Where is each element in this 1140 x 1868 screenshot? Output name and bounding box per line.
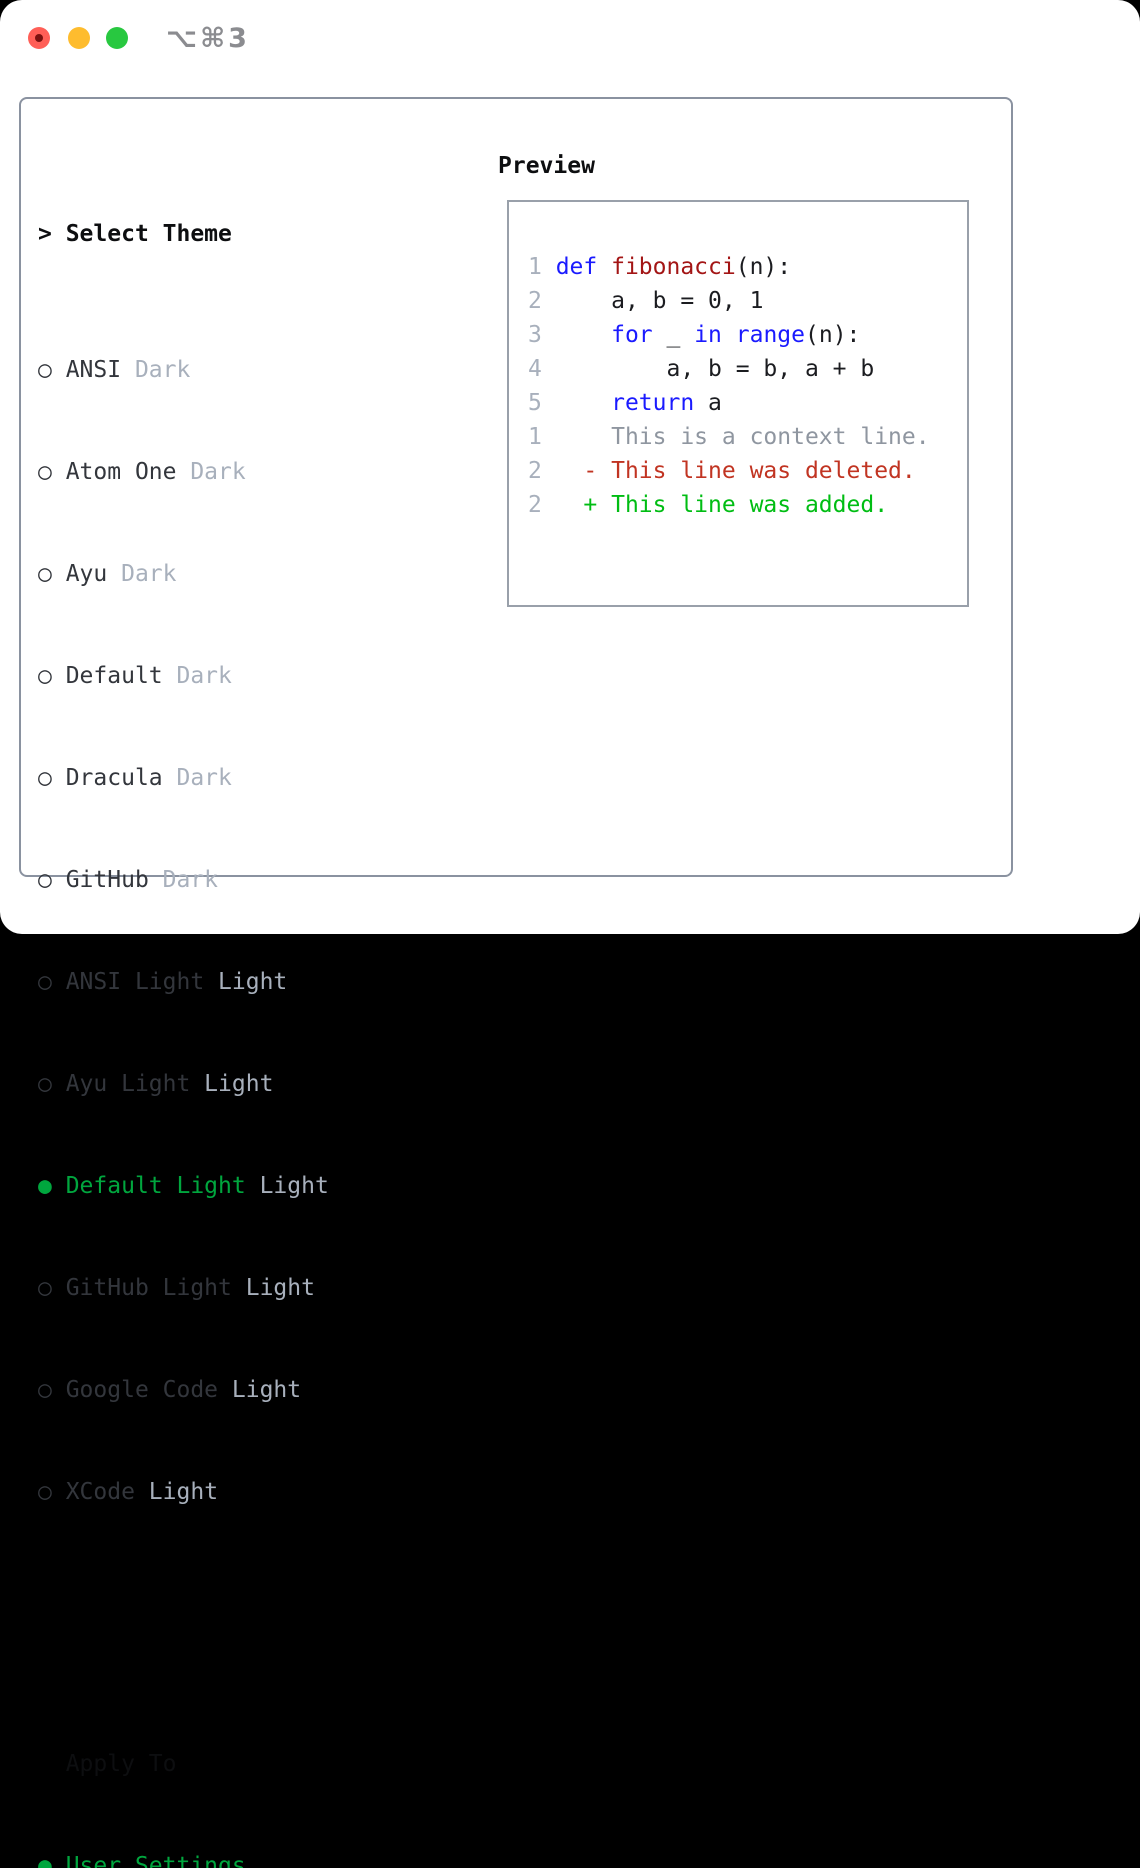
theme-variant: Light bbox=[204, 969, 288, 995]
theme-option-default-light[interactable]: ● Default Light Light bbox=[38, 1169, 426, 1203]
window-title: ⌥⌘3 bbox=[166, 23, 250, 54]
theme-variant: Dark bbox=[162, 663, 232, 689]
radio-selected-icon: ● bbox=[38, 1853, 66, 1868]
theme-name: XCode bbox=[65, 1479, 135, 1505]
line-number: 1 bbox=[528, 424, 556, 450]
apply-option-label: User Settings bbox=[65, 1853, 246, 1868]
apply-to-header: Apply To bbox=[65, 1751, 177, 1777]
unsaved-dot-icon bbox=[35, 34, 43, 42]
theme-variant: Light bbox=[245, 1173, 329, 1199]
diff-added-line: 2 + This line was added. bbox=[528, 492, 889, 518]
code-line: 2 a, b = 0, 1 bbox=[528, 288, 764, 314]
theme-option-ansi-light[interactable]: ○ ANSI Light Light bbox=[38, 965, 426, 999]
theme-name: Default bbox=[65, 663, 163, 689]
preview-pane: 1 def fibonacci(n): 2 a, b = 0, 1 3 for … bbox=[507, 200, 969, 607]
code-line: 5 return a bbox=[528, 390, 722, 416]
radio-unselected-icon: ○ bbox=[38, 1377, 66, 1403]
theme-name: GitHub Light bbox=[65, 1275, 232, 1301]
theme-name: Ayu Light bbox=[65, 1071, 191, 1097]
radio-unselected-icon: ○ bbox=[38, 459, 66, 485]
theme-selector: > Select Theme ○ ANSI Dark ○ Atom One Da… bbox=[38, 149, 426, 1868]
theme-variant: Dark bbox=[162, 765, 232, 791]
theme-variant: Light bbox=[231, 1275, 315, 1301]
code-line: 4 a, b = b, a + b bbox=[528, 356, 875, 382]
line-number: 4 bbox=[528, 356, 556, 382]
theme-option-google-code-light[interactable]: ○ Google Code Light bbox=[38, 1373, 426, 1407]
radio-unselected-icon: ○ bbox=[38, 1275, 66, 1301]
theme-variant: Dark bbox=[107, 561, 177, 587]
focus-arrow-icon: > bbox=[38, 221, 66, 247]
radio-unselected-icon: ○ bbox=[38, 663, 66, 689]
close-button[interactable] bbox=[28, 27, 50, 49]
theme-name: ANSI bbox=[65, 357, 122, 383]
theme-option-default-dark[interactable]: ○ Default Dark bbox=[38, 659, 426, 693]
theme-name: ANSI Light bbox=[65, 969, 205, 995]
zoom-button[interactable] bbox=[106, 27, 128, 49]
theme-option-dracula-dark[interactable]: ○ Dracula Dark bbox=[38, 761, 426, 795]
theme-name: Atom One bbox=[65, 459, 177, 485]
theme-variant: Light bbox=[190, 1071, 274, 1097]
code-line: 3 for _ in range(n): bbox=[528, 322, 861, 348]
theme-option-github-light[interactable]: ○ GitHub Light Light bbox=[38, 1271, 426, 1305]
theme-variant: Dark bbox=[121, 357, 191, 383]
line-number: 3 bbox=[528, 322, 556, 348]
radio-unselected-icon: ○ bbox=[38, 1479, 66, 1505]
preview-section: Preview 1 def fibonacci(n): 2 a, b = 0, … bbox=[498, 149, 969, 607]
minimize-button[interactable] bbox=[68, 27, 90, 49]
radio-unselected-icon: ○ bbox=[38, 969, 66, 995]
theme-name: Default Light bbox=[65, 1173, 246, 1199]
diff-deleted-line: 2 - This line was deleted. bbox=[528, 458, 916, 484]
apply-option-user-settings[interactable]: ● User Settings bbox=[38, 1849, 426, 1868]
select-theme-header: > Select Theme bbox=[38, 217, 426, 251]
theme-option-ayu-light[interactable]: ○ Ayu Light Light bbox=[38, 1067, 426, 1101]
theme-option-xcode-light[interactable]: ○ XCode Light bbox=[38, 1475, 426, 1509]
spacer bbox=[38, 1611, 426, 1645]
radio-unselected-icon: ○ bbox=[38, 1071, 66, 1097]
radio-selected-icon: ● bbox=[38, 1173, 66, 1199]
theme-name: GitHub bbox=[65, 867, 149, 893]
line-number: 2 bbox=[528, 458, 556, 484]
theme-option-ansi-dark[interactable]: ○ ANSI Dark bbox=[38, 353, 426, 387]
theme-variant: Dark bbox=[176, 459, 246, 485]
radio-unselected-icon: ○ bbox=[38, 357, 66, 383]
theme-variant: Light bbox=[218, 1377, 302, 1403]
radio-unselected-icon: ○ bbox=[38, 561, 66, 587]
select-theme-label: Select Theme bbox=[65, 221, 232, 247]
line-number: 1 bbox=[528, 254, 556, 280]
theme-variant: Light bbox=[134, 1479, 219, 1505]
radio-unselected-icon: ○ bbox=[38, 867, 66, 893]
radio-unselected-icon: ○ bbox=[38, 765, 66, 791]
diff-context-line: 1 This is a context line. bbox=[528, 424, 930, 450]
preview-title: Preview bbox=[498, 153, 595, 179]
theme-name: Ayu bbox=[65, 561, 108, 587]
theme-name: Dracula bbox=[65, 765, 163, 791]
theme-variant: Dark bbox=[148, 867, 219, 893]
line-number: 2 bbox=[528, 492, 556, 518]
theme-name: Google Code bbox=[65, 1377, 219, 1403]
theme-option-github-dark[interactable]: ○ GitHub Dark bbox=[38, 863, 426, 897]
line-number: 2 bbox=[528, 288, 556, 314]
theme-option-atom-one-dark[interactable]: ○ Atom One Dark bbox=[38, 455, 426, 489]
code-line: 1 def fibonacci(n): bbox=[528, 254, 792, 280]
theme-option-ayu-dark[interactable]: ○ Ayu Dark bbox=[38, 557, 426, 591]
line-number: 5 bbox=[528, 390, 556, 416]
